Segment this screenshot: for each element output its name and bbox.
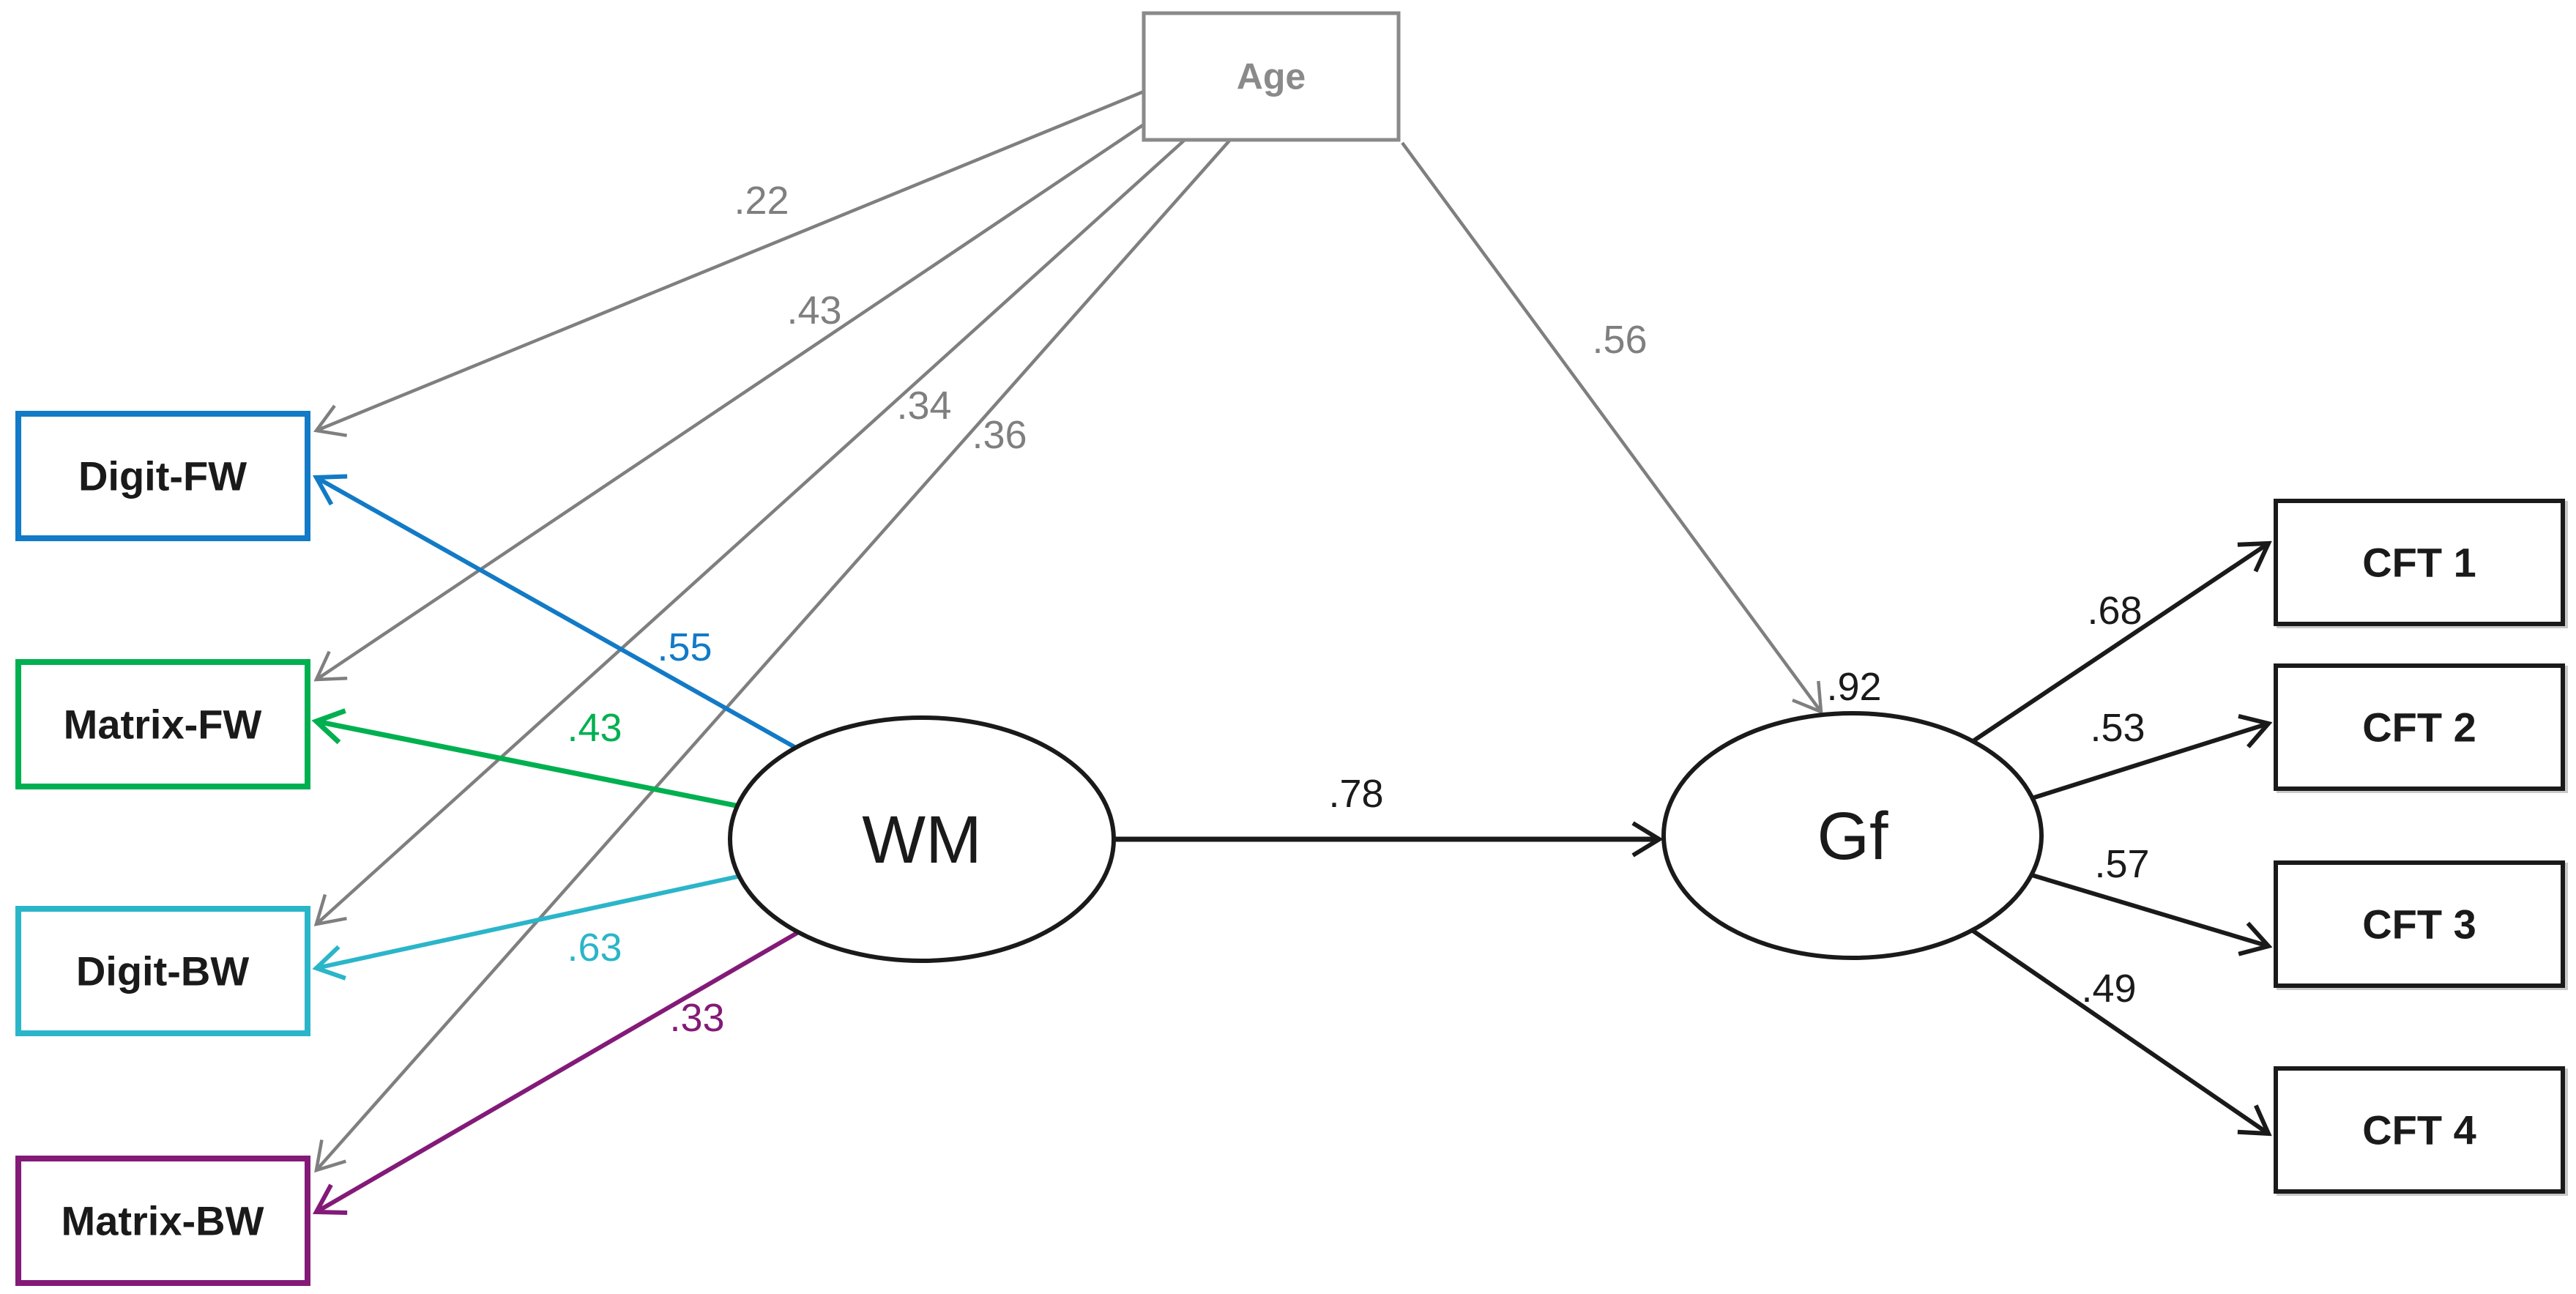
path-age-to-matrix-fw xyxy=(313,123,1145,682)
path-wm-to-matrix-fw xyxy=(311,708,737,808)
digit-bw-label: Digit-BW xyxy=(76,948,250,994)
coef-wm-matrix-bw: .33 xyxy=(669,996,724,1040)
coef-wm-digit-fw: .55 xyxy=(657,625,712,669)
gf-ellipse xyxy=(1661,711,2044,960)
node-matrix-fw: Matrix-FW xyxy=(15,659,310,789)
path-wm-to-digit-bw xyxy=(312,874,742,981)
node-matrix-bw: Matrix-BW xyxy=(15,1156,310,1286)
path-gf-to-cft1 xyxy=(1968,540,2272,745)
node-age: Age xyxy=(1142,11,1401,142)
node-cft4: CFT 4 xyxy=(2274,1066,2565,1194)
matrix-bw-label: Matrix-BW xyxy=(62,1198,264,1244)
cft3-box xyxy=(2274,860,2565,988)
coef-wm-matrix-fw: .43 xyxy=(567,706,622,750)
cft4-label: CFT 4 xyxy=(2362,1107,2476,1153)
digit-fw-box xyxy=(15,411,310,541)
path-age-to-gf xyxy=(1401,141,1823,715)
path-gf-to-cft4 xyxy=(1968,926,2272,1137)
coef-gf-cft4: .49 xyxy=(2081,967,2136,1011)
node-wm: WM xyxy=(728,715,1116,963)
node-cft1: CFT 1 xyxy=(2274,499,2565,626)
path-age-to-digit-bw xyxy=(313,138,1186,926)
path-age-to-matrix-bw xyxy=(314,138,1232,1173)
digit-bw-box xyxy=(15,906,310,1036)
node-gf: Gf xyxy=(1661,711,2044,960)
coef-age-digit-fw: .22 xyxy=(734,179,789,223)
node-digit-fw: Digit-FW xyxy=(15,411,310,541)
wm-ellipse xyxy=(728,715,1116,963)
cft4-box xyxy=(2274,1066,2565,1194)
path-wm-to-digit-fw xyxy=(312,474,796,749)
age-box xyxy=(1142,11,1401,142)
coef-wm-digit-bw: .63 xyxy=(567,926,622,970)
digit-fw-label: Digit-FW xyxy=(78,453,247,499)
path-gf-to-cft2 xyxy=(2031,713,2273,800)
matrix-fw-box xyxy=(15,659,310,789)
coef-age-matrix-fw: .43 xyxy=(786,289,841,332)
wm-label: WM xyxy=(862,803,981,877)
coef-gf-r2: .92 xyxy=(1826,665,1881,709)
cft2-label: CFT 2 xyxy=(2362,704,2476,751)
matrix-fw-label: Matrix-FW xyxy=(64,702,262,748)
node-cft2: CFT 2 xyxy=(2274,663,2565,791)
cft2-box xyxy=(2274,663,2565,791)
gf-label: Gf xyxy=(1817,799,1888,874)
coef-gf-cft3: .57 xyxy=(2094,842,2149,886)
node-cft3: CFT 3 xyxy=(2274,860,2565,988)
cft1-box xyxy=(2274,499,2565,626)
coef-wm-gf: .78 xyxy=(1328,772,1383,816)
matrix-bw-box xyxy=(15,1156,310,1286)
coef-age-digit-bw: .34 xyxy=(896,384,951,428)
node-digit-bw: Digit-BW xyxy=(15,906,310,1036)
age-label: Age xyxy=(1237,56,1306,97)
cft1-label: CFT 1 xyxy=(2362,540,2476,586)
coef-gf-cft2: .53 xyxy=(2090,706,2145,750)
coef-age-gf: .56 xyxy=(1592,318,1647,362)
cft3-label: CFT 3 xyxy=(2362,901,2476,948)
coef-gf-cft1: .68 xyxy=(2087,589,2142,633)
path-age-to-digit-fw xyxy=(313,89,1144,437)
path-gf-to-cft3 xyxy=(2031,873,2273,956)
path-wm-to-matrix-bw xyxy=(313,929,801,1215)
coef-age-matrix-bw: .36 xyxy=(972,413,1027,457)
